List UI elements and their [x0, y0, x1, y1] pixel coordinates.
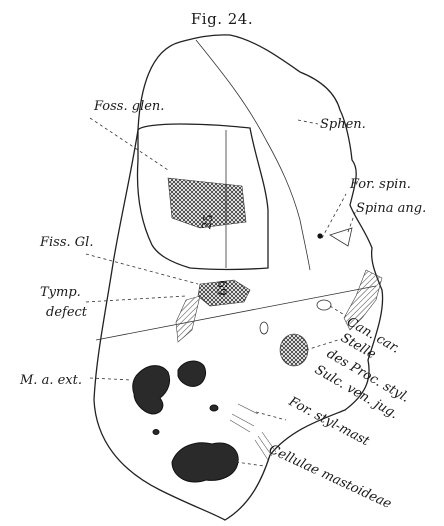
leader-tymp: [86, 296, 186, 302]
sphenoid-suture: [196, 40, 310, 270]
mastoid-cell-4: [210, 405, 218, 411]
mastoid-cell-2: [178, 361, 206, 386]
label-tymp: Tymp.: [40, 285, 81, 300]
number-25: 25: [199, 213, 215, 230]
label-fiss-gl: Fiss. Gl.: [39, 235, 93, 250]
leader-fiss-gl: [86, 254, 198, 284]
label-m-a-ext: M. a. ext.: [19, 373, 82, 388]
label-spina-ang: Spina ang.: [356, 201, 426, 216]
leader-can-car: [330, 306, 346, 316]
tympanic-defect-hatch: [176, 296, 200, 342]
styloid-site: [280, 334, 308, 366]
carotid-canal-2: [260, 322, 268, 334]
mastoid-cell-5: [153, 430, 159, 435]
mastoid-cell-3: [172, 443, 238, 482]
mastoid-cell-1: [133, 366, 170, 414]
leader-for-styl-mast: [256, 412, 286, 420]
leader-cellulae: [236, 462, 264, 466]
label-for-spin: For. spin.: [349, 177, 411, 192]
label-defect: defect: [46, 305, 88, 320]
leader-foss-glen: [90, 118, 168, 170]
label-sphen: Sphen.: [320, 117, 366, 132]
label-foss-glen: Foss. glen.: [93, 99, 164, 114]
carotid-canal-1: [317, 300, 331, 310]
figure-title: Fig. 24.: [191, 10, 253, 28]
leader-sphen: [298, 120, 318, 124]
number-69: 69: [215, 280, 230, 296]
label-cellulae-mastoideae: Cellulae mastoideae: [266, 442, 394, 512]
